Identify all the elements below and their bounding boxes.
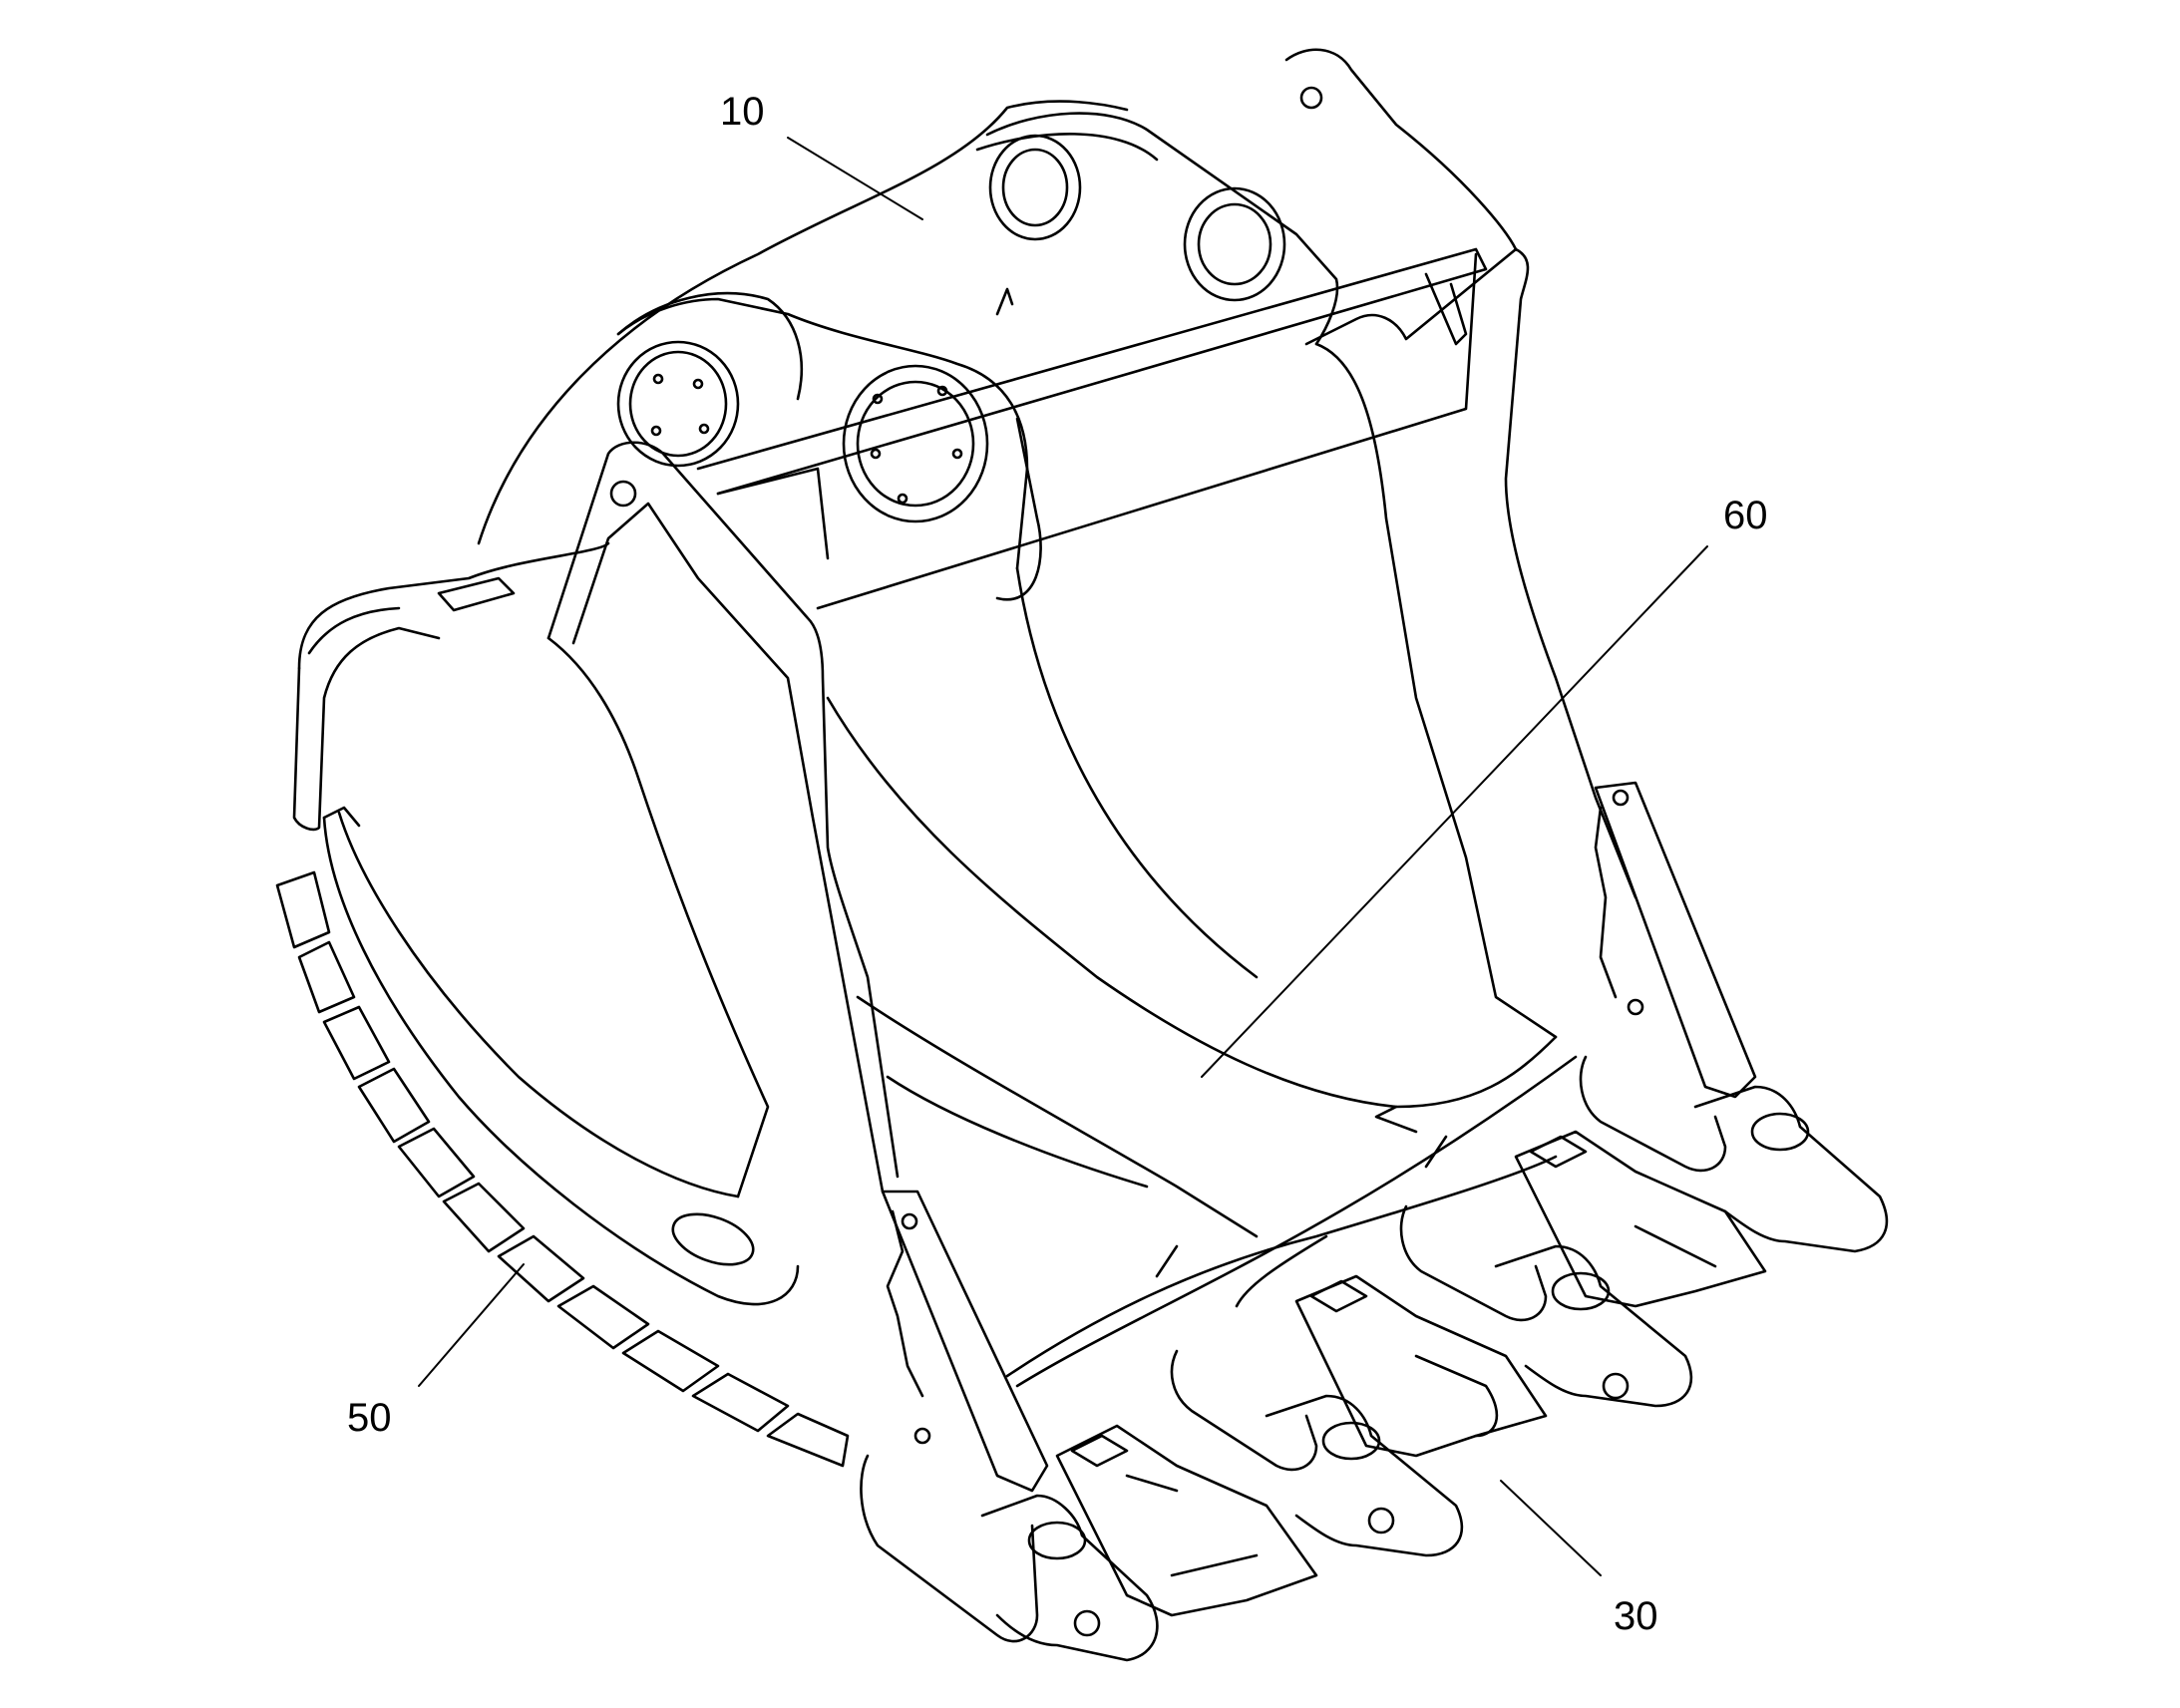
side-cutters	[881, 781, 1757, 1493]
reference-numeral-50: 50	[347, 1396, 392, 1440]
reference-numeral-60: 60	[1723, 494, 1768, 537]
upper-frame	[616, 48, 1518, 610]
tooth-4	[1579, 1055, 1889, 1253]
adapter-1	[1055, 1424, 1318, 1617]
leader-10	[787, 137, 923, 220]
adapter-3	[1514, 1130, 1767, 1308]
reference-numeral-10: 10	[720, 90, 765, 134]
leader-60	[1201, 545, 1708, 1078]
adapter-2	[1294, 1274, 1548, 1458]
left-side-plate	[322, 636, 800, 1306]
right-boss	[842, 364, 989, 523]
leader-lines	[418, 137, 1708, 1576]
bucket-shell	[292, 100, 1129, 832]
wear-strips	[275, 870, 850, 1468]
left-arm	[546, 441, 900, 1194]
tooth-2	[1170, 1349, 1464, 1557]
tooth-1	[860, 1454, 1159, 1662]
leader-50	[418, 1263, 525, 1387]
left-boss	[616, 340, 740, 468]
right-arm	[1304, 247, 1637, 1039]
hinge-bosses	[609, 86, 1323, 523]
bucket-interior	[826, 566, 1578, 1388]
leader-30	[1500, 1480, 1602, 1576]
tooth-3	[1399, 1204, 1693, 1408]
reference-numeral-30: 30	[1614, 1594, 1658, 1638]
